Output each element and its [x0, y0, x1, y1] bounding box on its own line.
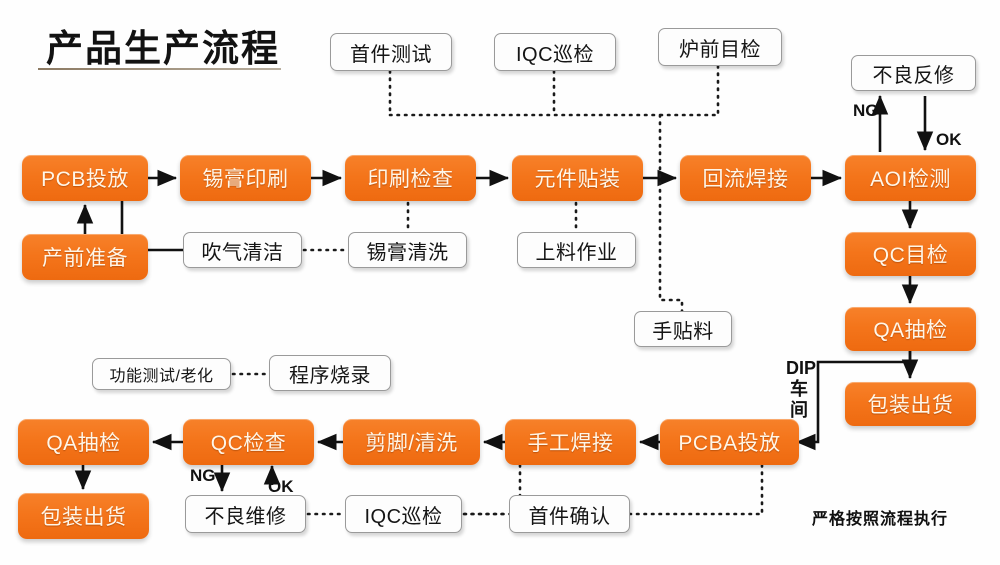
- process-box-pack-ship[interactable]: 包装出货: [845, 382, 976, 426]
- note-label: 首件确认: [528, 505, 611, 528]
- process-box-qc-check[interactable]: QC检查: [183, 419, 314, 465]
- process-box-cut-clean[interactable]: 剪脚/清洗: [343, 419, 480, 465]
- process-label: QC检查: [210, 432, 287, 455]
- note-box-first-article-ok[interactable]: 首件确认: [509, 495, 630, 533]
- note-box-bad-repair[interactable]: 不良维修: [185, 495, 306, 533]
- process-box-pcba-feed[interactable]: PCBA投放: [660, 419, 799, 465]
- process-label: PCBA投放: [678, 432, 781, 455]
- note-label: IQC巡检: [515, 43, 595, 66]
- process-box-place-parts[interactable]: 元件贴装: [512, 155, 643, 201]
- process-label: 剪脚/清洗: [365, 432, 458, 455]
- process-label: 锡膏印刷: [202, 168, 289, 191]
- note-box-rework[interactable]: 不良反修: [851, 55, 976, 91]
- note-box-iqc-patrol-top[interactable]: IQC巡检: [494, 33, 616, 71]
- process-label: 手工焊接: [527, 432, 614, 455]
- process-label: QA抽检: [46, 432, 121, 455]
- note-label: IQC巡检: [364, 505, 443, 528]
- note-label: 锡膏清洗: [366, 241, 449, 264]
- note-box-program-burn[interactable]: 程序烧录: [269, 355, 391, 391]
- process-label: 产前准备: [42, 247, 128, 270]
- process-box-print-check[interactable]: 印刷检查: [345, 155, 476, 201]
- process-box-pre-production[interactable]: 产前准备: [22, 234, 148, 280]
- note-box-first-article-test[interactable]: 首件测试: [330, 33, 452, 71]
- note-label: 功能测试/老化: [109, 368, 214, 385]
- note-label: 不良反修: [872, 64, 955, 87]
- process-box-aoi[interactable]: AOI检测: [845, 155, 976, 201]
- note-label: 上料作业: [535, 241, 618, 264]
- process-label: QC目检: [872, 244, 949, 267]
- note-label: 手贴料: [652, 320, 714, 343]
- note-box-material-feed[interactable]: 上料作业: [517, 232, 636, 268]
- process-box-pcb-feed[interactable]: PCB投放: [22, 155, 148, 201]
- process-box-pack-ship-2[interactable]: 包装出货: [18, 493, 149, 539]
- note-label: 吹气清洁: [201, 241, 284, 264]
- process-box-qa-sample[interactable]: QA抽检: [845, 307, 976, 351]
- process-box-qa-sample-2[interactable]: QA抽检: [18, 419, 149, 465]
- process-label: 回流焊接: [702, 168, 789, 191]
- process-label: PCB投放: [41, 168, 129, 191]
- process-label: 元件贴装: [534, 168, 621, 191]
- process-label: AOI检测: [870, 168, 951, 191]
- note-box-function-test[interactable]: 功能测试/老化: [92, 358, 231, 390]
- note-box-hand-place[interactable]: 手贴料: [634, 311, 732, 347]
- footnote-text: 严格按照流程执行: [812, 509, 949, 528]
- note-box-air-blow-clean[interactable]: 吹气清洁: [183, 232, 302, 268]
- process-box-solder-print[interactable]: 锡膏印刷: [180, 155, 311, 201]
- edge-label-dip-workshop: DIP 车 间: [786, 358, 816, 421]
- process-box-reflow[interactable]: 回流焊接: [680, 155, 811, 201]
- note-box-paste-clean[interactable]: 锡膏清洗: [348, 232, 467, 268]
- edge-label-qc-ok: OK: [268, 477, 294, 496]
- note-label: 炉前目检: [679, 38, 761, 61]
- note-box-iqc-patrol-bottom[interactable]: IQC巡检: [345, 495, 462, 533]
- title-underline: [38, 68, 281, 70]
- note-label: 程序烧录: [289, 364, 371, 387]
- process-label: 包装出货: [867, 394, 954, 417]
- process-label: QA抽检: [873, 319, 948, 342]
- note-box-pre-furnace-check[interactable]: 炉前目检: [658, 28, 782, 66]
- note-label: 不良维修: [204, 505, 287, 528]
- dip-workshop-text: DIP 车 间: [786, 358, 817, 420]
- process-label: 包装出货: [40, 506, 127, 529]
- process-box-qc-visual[interactable]: QC目检: [845, 232, 976, 276]
- note-label: 首件测试: [350, 43, 432, 66]
- edge-label-aoi-ok: OK: [936, 130, 962, 149]
- page-title: 产品生产流程: [46, 27, 280, 70]
- edge-label-qc-ng: NG: [190, 466, 216, 485]
- process-box-hand-solder[interactable]: 手工焊接: [505, 419, 636, 465]
- process-label: 印刷检查: [367, 168, 454, 191]
- edge-label-aoi-ng: NG: [853, 101, 879, 120]
